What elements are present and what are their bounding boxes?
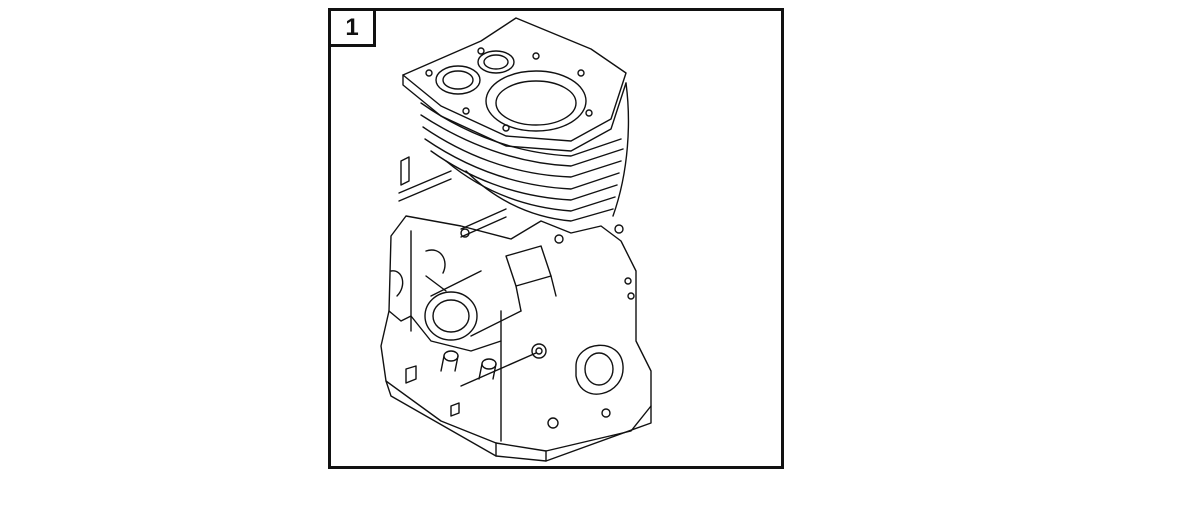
dowel-pins (441, 351, 496, 379)
engine-block-icon (331, 11, 781, 466)
cooling-fins (421, 83, 628, 221)
valve-port-2 (478, 51, 514, 73)
left-bosses (399, 157, 506, 237)
base-hole-2 (602, 409, 610, 417)
crankcase-outline (381, 216, 651, 451)
right-port-inner (585, 353, 613, 385)
base-flange (386, 381, 651, 461)
leader-line-2 (426, 276, 446, 291)
figure-number-badge: 1 (331, 11, 376, 47)
leader-line-1 (461, 353, 536, 386)
head-bolt-holes (426, 48, 592, 131)
cylinder-bore-inner (496, 81, 576, 125)
upper-cavity (506, 246, 551, 286)
valve-port-1-inner (443, 71, 473, 89)
base-hole-1 (548, 418, 558, 428)
head-plate (403, 18, 626, 141)
head-plate-edge (403, 75, 626, 151)
valve-port-1 (436, 66, 480, 94)
cylinder-bore (486, 71, 586, 131)
crank-bearing-inner (433, 300, 469, 332)
base-tab-left (406, 366, 416, 383)
side-bolt-inner (536, 348, 542, 354)
crankcase-face (389, 311, 501, 351)
base-tab-mid (451, 403, 459, 416)
side-bolt-outer (532, 344, 546, 358)
crank-bearing-outer (425, 292, 477, 340)
valve-port-2-inner (484, 55, 508, 69)
right-port-outer (576, 345, 623, 394)
figure-panel: 1 (328, 8, 784, 469)
